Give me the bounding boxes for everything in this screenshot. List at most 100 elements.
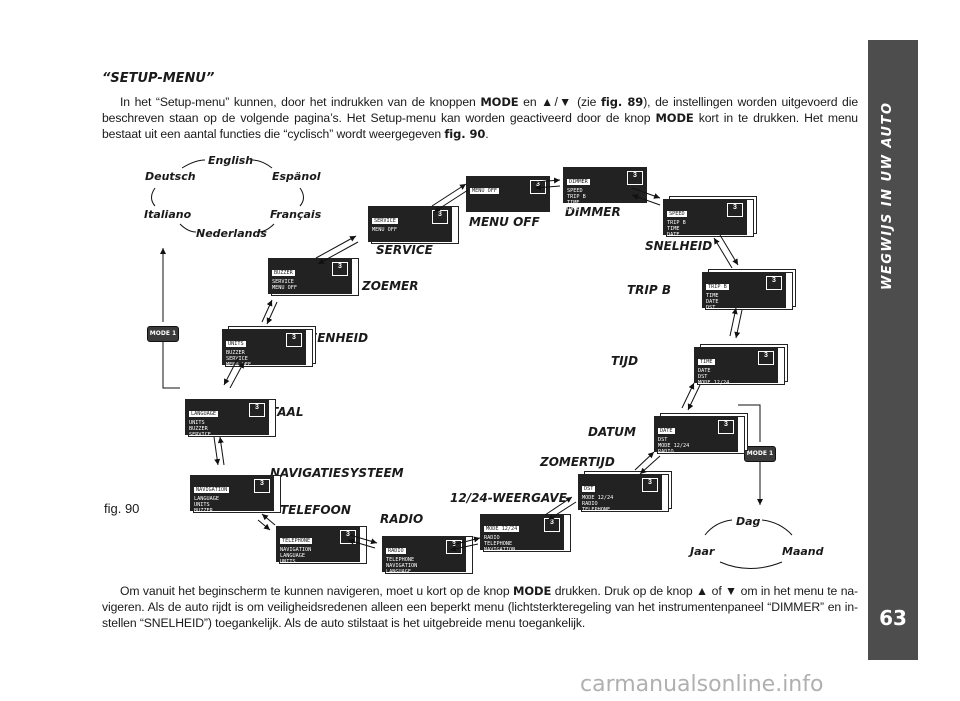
lcd-line: RADIO: [582, 501, 598, 507]
lcd-line: BUZZER: [194, 508, 213, 514]
label-weergave: 12/24-WEERGAVE: [450, 491, 567, 505]
lcd-line: MENU OFF: [189, 438, 214, 444]
lcd-line: MODE 12/24: [706, 311, 738, 317]
lcd-line: TIME: [667, 226, 680, 232]
label-eenheid: EENHEID: [309, 331, 369, 345]
lcd-line: RADIO: [658, 449, 674, 455]
lcd-line: BUZZER: [280, 565, 299, 571]
lcd-line: DST: [706, 305, 716, 311]
lcd-line: SPEED: [567, 188, 583, 194]
lcd-line: SERVICE: [194, 514, 216, 520]
lcd-line: DIMMER: [567, 179, 590, 185]
lcd-line: SERVICE: [272, 279, 294, 285]
label-radio: RADIO: [380, 512, 424, 526]
lcd-line: RADIO: [698, 386, 714, 392]
lcd-line: LANGUAGE: [194, 496, 219, 502]
lcd-line: UNITS: [194, 502, 210, 508]
lcd-line: DATE: [667, 232, 680, 238]
lcd-line: MENU OFF: [372, 227, 397, 233]
date-maand: Maand: [782, 545, 824, 558]
label-telefoon: TELEFOON: [280, 503, 351, 517]
lang-italiano: Italiano: [144, 208, 192, 221]
lcd-line: NAVIGATION: [386, 563, 418, 569]
label-zomertijd: ZOMERTIJD: [540, 455, 615, 469]
lcd-number: 3: [758, 351, 774, 365]
lcd-line: TELEPHONE: [280, 538, 313, 544]
lcd-line: BUZZER: [189, 426, 208, 432]
date-dag: Dag: [736, 515, 761, 528]
lcd-line: DATE: [698, 368, 711, 374]
lang-english: English: [208, 154, 254, 167]
label-tijd: TIJD: [611, 354, 639, 368]
lcd-line: DST: [698, 374, 708, 380]
lcd-line: TIME: [698, 359, 715, 365]
lang-nederlands: Nederlands: [196, 227, 267, 240]
mode-button-left: MODE 1: [147, 326, 179, 342]
lcd-line: MODE 12/24: [698, 380, 730, 386]
label-service: SERVICE: [376, 243, 433, 257]
lcd-line: DATE: [706, 299, 719, 305]
lcd-line: LANGUAGE: [386, 569, 411, 575]
lcd-line: SERVICE: [372, 218, 398, 224]
lcd-number: 3: [766, 276, 782, 290]
lcd-line: TRIP B: [667, 220, 686, 226]
label-menu-off: MENU OFF: [469, 215, 540, 229]
label-navigatiesysteem: NAVIGATIESYSTEEM: [270, 466, 404, 480]
lcd-line: UNITS: [280, 559, 296, 565]
label-dimmer: DIMMER: [565, 205, 621, 219]
date-jaar: Jaar: [690, 545, 715, 558]
lcd-number: 3: [249, 403, 265, 417]
lcd-number: 3: [718, 420, 734, 434]
lcd-line: MENU OFF: [226, 362, 251, 368]
lcd-line: SPEED: [667, 211, 687, 217]
lcd-line: TELEPHONE: [484, 541, 513, 547]
label-taal: TAAL: [270, 405, 304, 419]
lcd-line: TELEPHONE: [386, 557, 415, 563]
lcd-line: LANGUAGE: [484, 553, 509, 559]
lcd-line: MENU OFF: [272, 285, 297, 291]
lcd-line: DATE: [567, 206, 580, 212]
label-zoemer: ZOEMER: [362, 279, 419, 293]
lcd-number: 3: [727, 203, 743, 217]
intro-paragraph: In het “Setup-menu” kunnen, door het ind…: [102, 95, 859, 141]
navigation-paragraph: Om vanuit het beginscherm te kunnen navi…: [102, 584, 859, 630]
watermark: carmanualsonline.info: [580, 672, 824, 697]
lcd-line: NAVIGATION: [582, 513, 614, 519]
sidebar: [868, 40, 918, 660]
lcd-line: NAVIGATION: [484, 547, 516, 553]
lcd-line: BUZZER: [226, 350, 245, 356]
lcd-line: UNITS: [226, 341, 246, 347]
lcd-line: LANGUAGE: [280, 553, 305, 559]
lcd-line: TELEPHONE: [582, 507, 611, 513]
lcd-line: MENU OFF: [470, 188, 499, 194]
lcd-line: BUZZER: [272, 270, 295, 276]
mode-button-right: MODE 1: [744, 446, 776, 462]
lcd-line: TELEPHONE: [658, 455, 687, 461]
lcd-number: 3: [286, 333, 302, 347]
lcd-line: RADIO: [484, 535, 500, 541]
lcd-line: TIME: [567, 200, 580, 206]
lcd-line: MODE 12/24: [658, 443, 690, 449]
lcd-number: 3: [627, 171, 643, 185]
lcd-line: UNITS: [386, 575, 402, 581]
page-number: 63: [879, 606, 907, 630]
